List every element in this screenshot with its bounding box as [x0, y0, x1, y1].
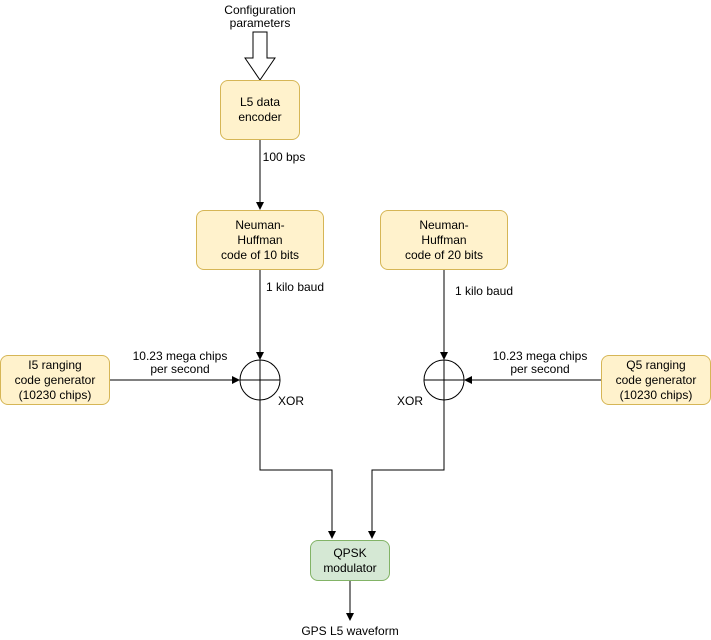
qpsk-modulator-box: QPSK modulator	[310, 540, 390, 581]
q5-code-generator-box: Q5 ranging code generator (10230 chips)	[601, 355, 711, 405]
xor-left-label: XOR	[277, 394, 304, 408]
config-hollow-arrow	[244, 31, 276, 81]
chips-right-label: 10.23 mega chips per second	[492, 349, 588, 376]
rate-100bps-label: 100 bps	[262, 150, 306, 164]
xor-right-to-qpsk-edge	[368, 400, 445, 539]
xor-left-symbol	[239, 359, 281, 401]
neuman-huffman-20-box: Neuman- Huffman code of 20 bits	[380, 210, 508, 270]
xor-right-symbol	[423, 359, 465, 401]
baud-right-label: 1 kilo baud	[454, 284, 514, 298]
config-parameters-label: Configuration parameters	[224, 3, 296, 30]
xor-right-label: XOR	[396, 394, 423, 408]
gps-l5-waveform-label: GPS L5 waveform	[301, 624, 399, 638]
chips-left-label: 10.23 mega chips per second	[132, 349, 228, 376]
xor-left-to-qpsk-edge	[259, 400, 336, 539]
i5-code-generator-box: I5 ranging code generator (10230 chips)	[0, 355, 110, 405]
neuman-huffman-10-box: Neuman- Huffman code of 10 bits	[196, 210, 324, 270]
baud-left-label: 1 kilo baud	[265, 280, 325, 294]
l5-data-encoder-box: L5 data encoder	[220, 80, 300, 140]
